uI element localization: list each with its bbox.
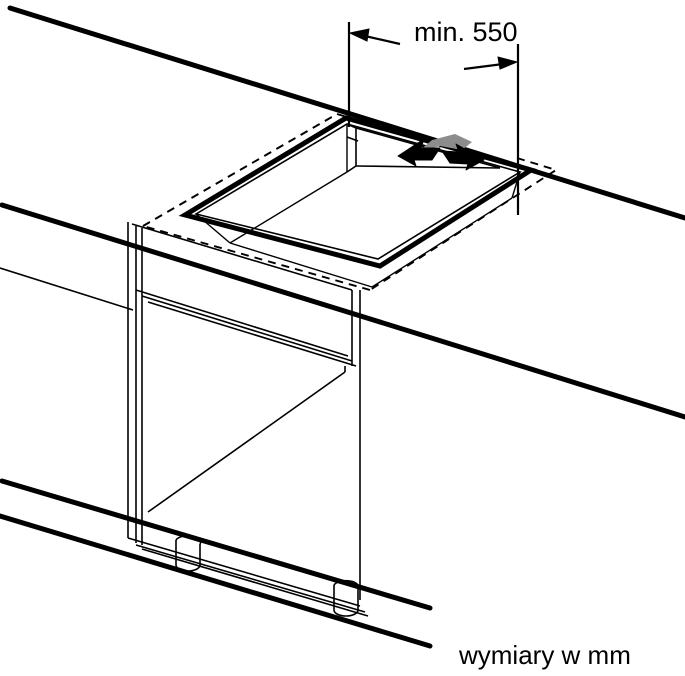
worktop-front-edge-left [0,202,383,325]
cutout-inner-rim [193,123,522,260]
dimension-arrow-head-left [348,28,370,42]
cabinet-plinth-top-b [135,544,366,613]
cabinet-foot-right [333,585,359,617]
dimension-label: min. 550 [414,17,518,47]
cabinet-worktop-underside [131,223,353,291]
dimension-arrow-head-right [497,56,519,70]
arrow-head-right [441,143,485,171]
cutout-floor-front-right [371,197,513,288]
arrow-head-left [397,138,441,167]
units-caption: wymiary w mm [459,640,631,670]
worktop-surface [0,5,685,420]
dimension-annotation [347,22,520,215]
cutout-floor-front-left [229,242,373,288]
base-cabinet [127,222,369,617]
worktop-back-edge [7,5,685,221]
cabinet-rail-top-front [135,289,349,357]
cutout-wall-back-left [229,171,348,244]
floor-line-back [0,478,433,611]
floor-line-front [0,513,433,649]
cabinet-rail-top-front-b [141,295,353,362]
floor-lines [0,478,433,649]
worktop-front-edge-right [377,319,685,420]
double-headed-arrow [397,134,485,171]
cabinet-interior-diagonal [147,371,346,513]
cabinet-plinth-top [127,537,361,607]
cabinet-rail-top-front-c [147,301,357,367]
cutout-outer-rim [178,115,538,269]
worktop-front-face-left [0,267,134,311]
cooktop-cutout [178,115,538,288]
cutout-wall-left-edge [195,213,231,244]
cabinet-plinth-top-c [141,548,369,617]
